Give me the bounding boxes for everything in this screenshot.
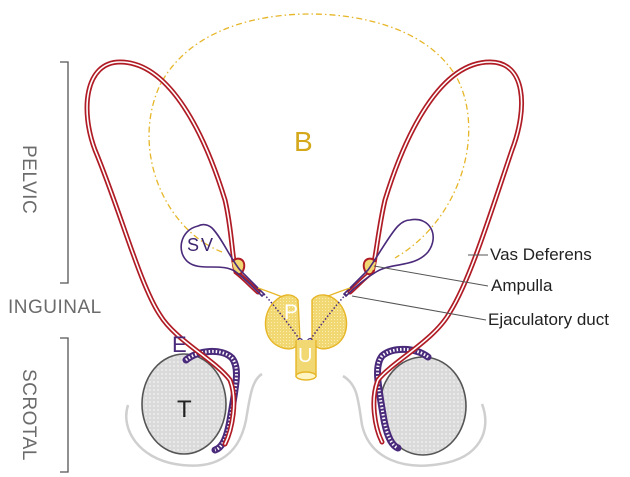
ejaculatory-duct-callout: Ejaculatory duct bbox=[488, 310, 609, 330]
seminal-vesicle-right bbox=[344, 219, 433, 296]
urethra-opening bbox=[296, 372, 316, 380]
epididymis-label: E bbox=[172, 332, 187, 358]
urethra-label: U bbox=[298, 345, 312, 368]
testis-label: T bbox=[177, 396, 192, 424]
vas-deferens-callout: Vas Deferens bbox=[490, 245, 592, 265]
region-label-pelvic: PELVIC bbox=[17, 145, 39, 205]
bladder-label: B bbox=[294, 126, 313, 158]
prostate-label: P bbox=[284, 301, 298, 325]
region-label-scrotal: SCROTAL bbox=[17, 369, 39, 449]
ejaculatory-duct-leader bbox=[352, 296, 486, 320]
ampulla-callout: Ampulla bbox=[491, 276, 552, 296]
prostate-right-lobe bbox=[312, 295, 347, 349]
seminal-vesicle-label: SV bbox=[187, 235, 215, 256]
scrotal-bracket bbox=[60, 338, 68, 472]
pelvic-bracket bbox=[60, 62, 68, 283]
region-label-inguinal: INGUINAL bbox=[8, 297, 102, 319]
